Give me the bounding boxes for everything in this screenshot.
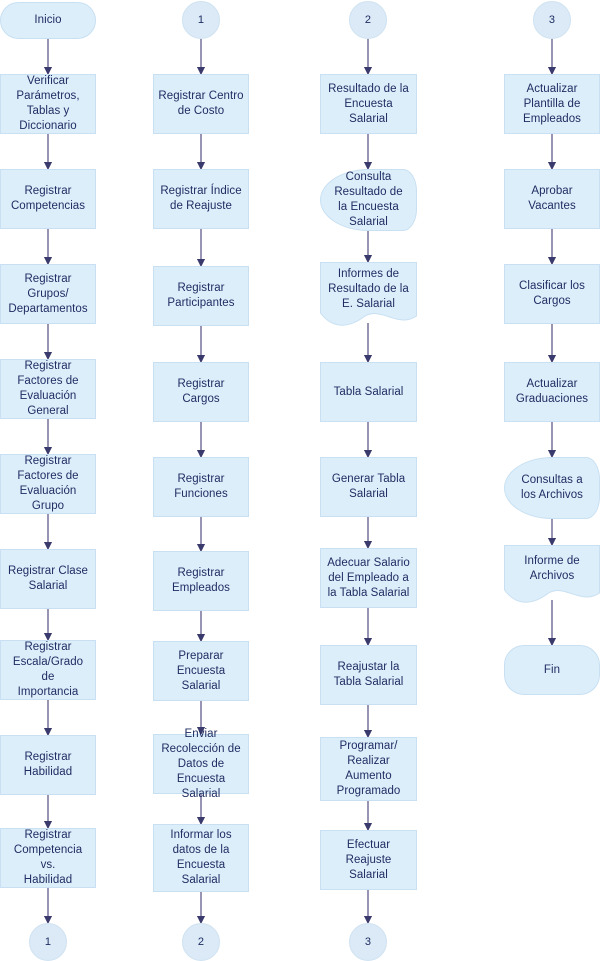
node-reg-competencias[interactable]: Registrar Competencias bbox=[0, 169, 96, 229]
node-reg-comp-vs-hab[interactable]: Registrar Competencia vs. Habilidad bbox=[0, 828, 96, 888]
node-reg-clase-salarial[interactable]: Registrar Clase Salarial bbox=[0, 549, 96, 609]
node-inicio[interactable]: Inicio bbox=[0, 2, 96, 39]
document-shape-outline bbox=[504, 545, 600, 603]
node-fin[interactable]: Fin bbox=[504, 645, 600, 695]
node-reg-participantes[interactable]: Registrar Participantes bbox=[153, 266, 249, 326]
node-aprobar-vacantes[interactable]: Aprobar Vacantes bbox=[504, 169, 600, 229]
node-label: Registrar Centro de Costo bbox=[158, 90, 244, 117]
node-conn-out-1[interactable]: 1 bbox=[29, 923, 67, 961]
node-label: Resultado de la Encuesta Salarial bbox=[328, 82, 409, 125]
node-label: Adecuar Salario del Empleado a la Tabla … bbox=[327, 556, 410, 599]
node-label: Verificar Parámetros, Tablas y Diccionar… bbox=[16, 75, 80, 132]
node-actualizar-grad[interactable]: Actualizar Graduaciones bbox=[504, 362, 600, 422]
node-conn-in-1[interactable]: 1 bbox=[182, 1, 220, 39]
node-label: Preparar Encuesta Salarial bbox=[176, 649, 226, 692]
node-resultado-encuesta[interactable]: Resultado de la Encuesta Salarial bbox=[320, 74, 417, 134]
node-informar-datos[interactable]: Informar los datos de la Encuesta Salari… bbox=[153, 824, 249, 892]
node-reg-indice[interactable]: Registrar Índice de Reajuste bbox=[153, 169, 249, 229]
node-preparar-encuesta[interactable]: Preparar Encuesta Salarial bbox=[153, 641, 249, 701]
node-reg-escala-grado[interactable]: Registrar Escala/Grado de Importancia bbox=[0, 640, 96, 700]
node-label: Reajustar la Tabla Salarial bbox=[333, 661, 404, 688]
node-label: Registrar Empleados bbox=[172, 567, 230, 594]
node-label: 3 bbox=[364, 935, 372, 948]
node-reg-empleados[interactable]: Registrar Empleados bbox=[153, 551, 249, 611]
node-label: Informar los datos de la Encuesta Salari… bbox=[170, 829, 232, 886]
node-reg-factores-grp[interactable]: Registrar Factores de Evaluación Grupo bbox=[0, 454, 96, 514]
node-label: Actualizar Graduaciones bbox=[515, 378, 589, 405]
node-label: Actualizar Plantilla de Empleados bbox=[523, 82, 581, 125]
node-reg-grupos[interactable]: Registrar Grupos/ Departamentos bbox=[0, 264, 96, 324]
node-label: Informes de Resultado de la E. Salarial bbox=[328, 267, 409, 310]
node-enviar-recoleccion[interactable]: Enviar Recolección de Datos de Encuesta … bbox=[153, 728, 249, 800]
node-conn-in-2[interactable]: 2 bbox=[349, 1, 387, 39]
node-label: Consulta Resultado de la Encuesta Salari… bbox=[334, 171, 403, 228]
node-label: Registrar Factores de Evaluación General bbox=[17, 360, 79, 417]
node-label: Registrar Competencias bbox=[10, 185, 86, 212]
node-verificar-param[interactable]: Verificar Parámetros, Tablas y Diccionar… bbox=[0, 74, 96, 134]
node-label: Programar/ Realizar Aumento Programado bbox=[336, 740, 401, 797]
node-label: Registrar Habilidad bbox=[23, 751, 73, 778]
node-label: 2 bbox=[364, 13, 372, 26]
node-label: Clasificar los Cargos bbox=[519, 280, 585, 307]
node-generar-tabla[interactable]: Generar Tabla Salarial bbox=[320, 457, 417, 517]
node-clasificar-cargos[interactable]: Clasificar los Cargos bbox=[504, 264, 600, 324]
node-reajustar-tabla[interactable]: Reajustar la Tabla Salarial bbox=[320, 645, 417, 705]
node-label: 2 bbox=[197, 935, 205, 948]
node-reg-habilidad[interactable]: Registrar Habilidad bbox=[0, 735, 96, 795]
node-informe-archivos[interactable]: Informe de Archivos bbox=[504, 545, 600, 607]
node-label: Registrar Índice de Reajuste bbox=[160, 185, 242, 212]
node-tabla-salarial[interactable]: Tabla Salarial bbox=[320, 362, 417, 422]
node-label: Aprobar Vacantes bbox=[528, 185, 576, 212]
node-label: Enviar Recolección de Datos de Encuesta … bbox=[161, 727, 241, 800]
node-label: Registrar Competencia vs. Habilidad bbox=[13, 829, 83, 886]
node-reg-centro-costo[interactable]: Registrar Centro de Costo bbox=[153, 74, 249, 134]
node-label: Tabla Salarial bbox=[333, 385, 404, 398]
node-label: 1 bbox=[44, 935, 52, 948]
node-label: Registrar Escala/Grado de Importancia bbox=[12, 641, 84, 698]
node-label: Registrar Cargos bbox=[177, 378, 225, 405]
node-adecuar-salario[interactable]: Adecuar Salario del Empleado a la Tabla … bbox=[320, 548, 417, 608]
node-programar-aumento[interactable]: Programar/ Realizar Aumento Programado bbox=[320, 737, 417, 801]
node-label: Efectuar Reajuste Salarial bbox=[345, 838, 392, 881]
node-label: Informe de Archivos bbox=[524, 555, 580, 582]
document-shape-outline bbox=[320, 262, 417, 326]
node-informes-resultado[interactable]: Informes de Resultado de la E. Salarial bbox=[320, 262, 417, 330]
node-label: Generar Tabla Salarial bbox=[331, 473, 406, 500]
node-consultas-archivos[interactable]: Consultas a los Archivos bbox=[504, 457, 600, 519]
node-label: 3 bbox=[548, 13, 556, 26]
node-efectuar-reajuste[interactable]: Efectuar Reajuste Salarial bbox=[320, 830, 417, 890]
node-conn-in-3[interactable]: 3 bbox=[533, 1, 571, 39]
node-label: Registrar Clase Salarial bbox=[8, 565, 88, 592]
node-label: Consultas a los Archivos bbox=[521, 474, 583, 501]
node-label: Registrar Funciones bbox=[174, 473, 228, 500]
node-label: Fin bbox=[543, 663, 561, 676]
node-label: Registrar Participantes bbox=[167, 282, 235, 309]
node-label: 1 bbox=[197, 13, 205, 26]
node-label: Inicio bbox=[34, 14, 62, 26]
node-actualizar-plantilla[interactable]: Actualizar Plantilla de Empleados bbox=[504, 74, 600, 134]
node-reg-cargos[interactable]: Registrar Cargos bbox=[153, 362, 249, 422]
node-conn-out-2[interactable]: 2 bbox=[182, 923, 220, 961]
node-label: Registrar Grupos/ Departamentos bbox=[8, 272, 88, 315]
node-reg-funciones[interactable]: Registrar Funciones bbox=[153, 457, 249, 517]
node-label: Registrar Factores de Evaluación Grupo bbox=[17, 455, 79, 512]
node-consulta-resultado[interactable]: Consulta Resultado de la Encuesta Salari… bbox=[320, 169, 417, 231]
node-reg-factores-gen[interactable]: Registrar Factores de Evaluación General bbox=[0, 359, 96, 419]
node-conn-out-3[interactable]: 3 bbox=[349, 923, 387, 961]
